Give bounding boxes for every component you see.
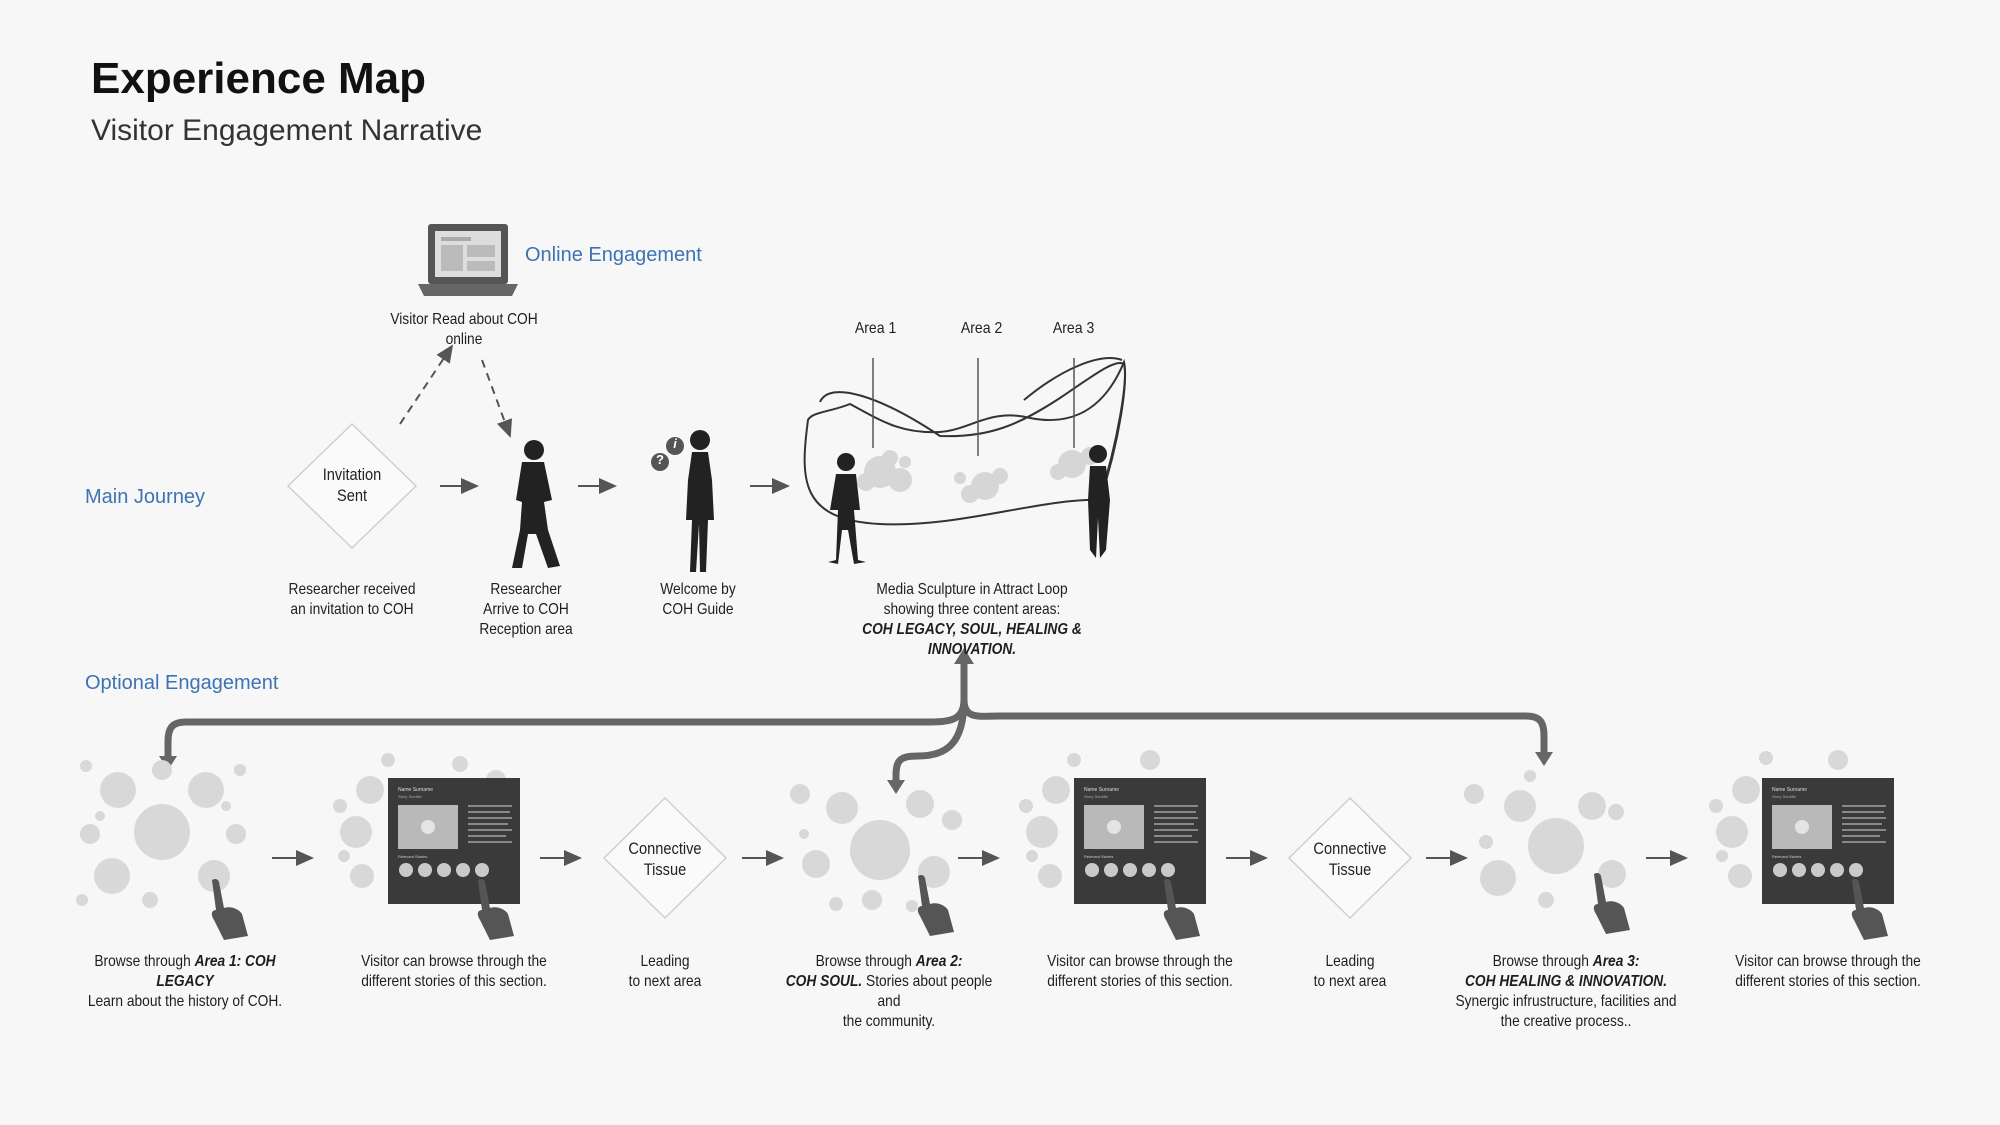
bracket-to-area1 <box>164 699 968 758</box>
caption-area3: Browse through Area 3: COH HEALING & INN… <box>1455 953 1677 1030</box>
screen-subtitle-2: Story Subtitle <box>1084 794 1108 799</box>
page-title: Experience Map <box>91 54 427 103</box>
area-label-3: Area 3 <box>1052 320 1095 337</box>
dashed-arrow-to-online <box>399 344 454 425</box>
lane-online-engagement: Online Engagement <box>525 244 702 266</box>
bracket-to-area2 <box>892 699 968 782</box>
bracket-area2-arrowhead <box>887 780 905 794</box>
info-badge-icon <box>666 437 684 455</box>
researcher-silhouette <box>512 440 560 568</box>
caption-arrive: Researcher Arrive to COH Reception area <box>479 581 573 638</box>
connective-tissue-diamond-1 <box>602 796 728 920</box>
page-subtitle: Visitor Engagement Narrative <box>91 114 483 147</box>
bubble-cluster-area1 <box>76 760 246 908</box>
question-badge-glyph: ? <box>656 452 664 467</box>
caption-stories3: Visitor can browse through the different… <box>1735 953 1921 990</box>
invitation-diamond <box>286 422 418 550</box>
dashed-arrow-from-online <box>481 359 512 438</box>
caption-area2: Browse through Area 2: COH SOUL. Stories… <box>785 953 993 1030</box>
screen-name-2: Name Surname <box>1084 787 1120 793</box>
screen-name-3: Name Surname <box>1772 787 1808 793</box>
bracket-to-area3 <box>960 699 1548 754</box>
area-label-1: Area 1 <box>854 320 897 337</box>
screen-relevant-2: Relevant Stories <box>1084 854 1114 859</box>
bubble-cluster-stories3 <box>1709 750 1848 888</box>
screen-relevant-3: Relevant Stories <box>1772 854 1802 859</box>
caption-leading1: Leading to next area <box>628 953 702 990</box>
caption-stories2: Visitor can browse through the different… <box>1047 953 1233 990</box>
caption-welcome: Welcome by COH Guide <box>660 581 736 618</box>
caption-sculpture: Media Sculpture in Attract Loop showing … <box>862 581 1082 658</box>
invitation-diamond-label: Invitation Sent <box>322 465 382 505</box>
caption-stories1: Visitor can browse through the different… <box>361 953 547 990</box>
question-badge-icon <box>651 453 669 471</box>
screen-subtitle-1: Story Subtitle <box>398 794 422 799</box>
bracket-area3-arrowhead <box>1535 752 1553 766</box>
guide-silhouette <box>686 430 714 572</box>
info-badge-glyph: i <box>673 436 677 451</box>
caption-leading2: Leading to next area <box>1313 953 1387 990</box>
connective-diamond-label-2: Connective Tissue <box>1313 839 1387 879</box>
screen-subtitle-3: Story Subtitle <box>1772 794 1796 799</box>
laptop-icon <box>418 224 518 296</box>
connective-diamond-label-1: Connective Tissue <box>628 839 702 879</box>
bracket-stem-arrowhead <box>954 648 974 664</box>
lane-optional-engagement: Optional Engagement <box>85 672 279 694</box>
lane-main-journey: Main Journey <box>85 486 206 508</box>
visitor-at-sculpture-1 <box>828 453 866 564</box>
visitor-at-sculpture-2 <box>1088 445 1110 558</box>
screen-relevant-1: Relevant Stories <box>398 854 428 859</box>
hand-pointer-icon-1 <box>211 878 248 940</box>
bubble-cluster-area2 <box>790 784 962 912</box>
screen-name-1: Name Surname <box>398 787 434 793</box>
media-sculpture <box>803 357 1126 526</box>
area-label-2: Area 2 <box>960 320 1003 337</box>
connective-tissue-diamond-2 <box>1287 796 1413 920</box>
bubble-cluster-stories2 <box>1019 750 1160 888</box>
caption-invitation: Researcher received an invitation to COH <box>288 581 416 618</box>
online-caption: Visitor Read about COH online <box>390 311 538 348</box>
bubble-cluster-area3 <box>1464 770 1626 908</box>
caption-area1: Browse through Area 1: COH LEGACY Learn … <box>87 953 283 1010</box>
